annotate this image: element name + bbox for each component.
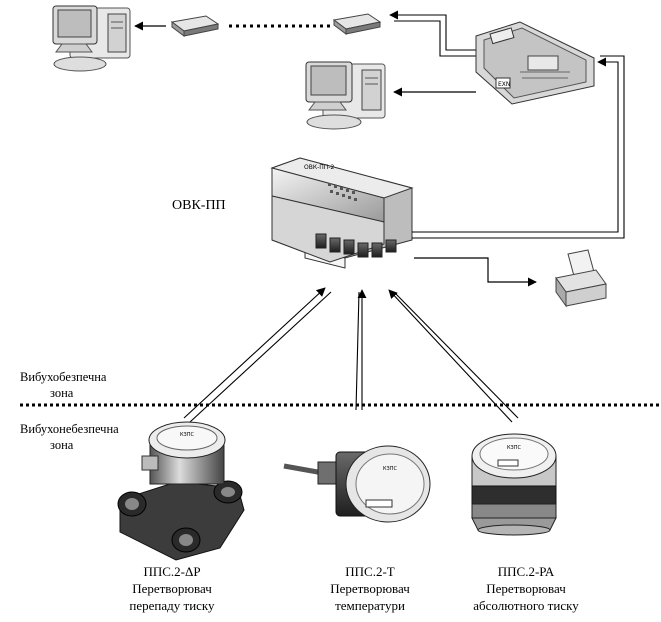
sensor-1-line1: Перетворювач	[132, 581, 212, 596]
sensor-temperature: КЗПС	[283, 445, 431, 523]
signal-arrows	[183, 287, 519, 423]
sensor-3-line1: Перетворювач	[486, 581, 566, 596]
modem-icon	[332, 13, 382, 35]
interface-adapter-icon: EXN	[475, 21, 595, 105]
svg-text:EXN: EXN	[498, 81, 510, 88]
computer-icon	[52, 5, 131, 72]
sensor-2-line2: температури	[335, 598, 405, 613]
controller-panel-text: ОВК-ПП-2	[304, 164, 334, 171]
sensor-badge: КЗПС	[383, 466, 398, 472]
sensor-differential-pressure: КЗПС	[117, 421, 245, 561]
controller-label: ОВК-ПП	[172, 198, 226, 213]
computer-icon	[305, 61, 386, 130]
sensor-2-line1: Перетворювач	[330, 581, 410, 596]
sensor-3-line2: абсолютного тиску	[473, 598, 579, 613]
printer-icon	[555, 249, 607, 308]
safe-zone-label-line1: Вибухобезпечна	[20, 370, 107, 384]
sensor-3-model: ППС.2-РА	[497, 564, 555, 579]
controller-device: ОВК-ПП-2	[270, 157, 414, 269]
modem-icon	[170, 15, 220, 37]
sensor-1-line2: перепаду тиску	[129, 598, 215, 613]
hazardous-zone-label-line2: зона	[50, 438, 74, 452]
sensor-1-model: ППС.2-ΔР	[143, 564, 201, 579]
sensor-2-model: ППС.2-Т	[345, 564, 395, 579]
safe-zone-label-line2: зона	[50, 386, 74, 400]
sensor-badge: КЗПС	[180, 432, 195, 438]
sensor-absolute-pressure: КЗПС	[471, 433, 557, 536]
sensor-badge: КЗПС	[507, 445, 522, 451]
hazardous-zone-label-line1: Вибухонебезпечна	[20, 422, 119, 436]
